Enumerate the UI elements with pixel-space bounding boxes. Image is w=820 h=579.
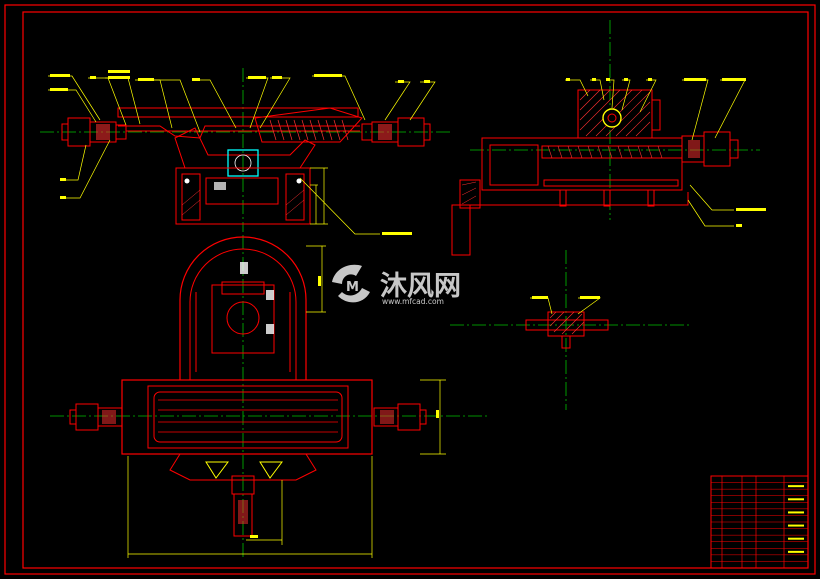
plan-view bbox=[50, 235, 490, 560]
title-block-text-mark bbox=[788, 498, 804, 501]
watermark: M 沐风网 www.mfcad.com bbox=[332, 264, 461, 306]
detail-view bbox=[450, 250, 690, 410]
title-block-text-mark bbox=[788, 537, 804, 540]
front-elevation-view bbox=[40, 68, 450, 235]
title-block-text-mark bbox=[788, 524, 804, 527]
title-block-text-mark bbox=[788, 550, 804, 553]
title-block-text-mark bbox=[788, 485, 804, 488]
outer-border bbox=[4, 4, 816, 575]
title-block bbox=[710, 475, 809, 569]
side-section-view bbox=[451, 20, 766, 256]
watermark-brand-cn: 沐风网 bbox=[380, 271, 461, 302]
title-block-text-mark bbox=[788, 511, 804, 514]
inner-border bbox=[22, 11, 809, 569]
mfcad-logo-icon: M bbox=[332, 264, 370, 303]
svg-text:M: M bbox=[346, 280, 359, 295]
watermark-url: www.mfcad.com bbox=[382, 297, 444, 306]
